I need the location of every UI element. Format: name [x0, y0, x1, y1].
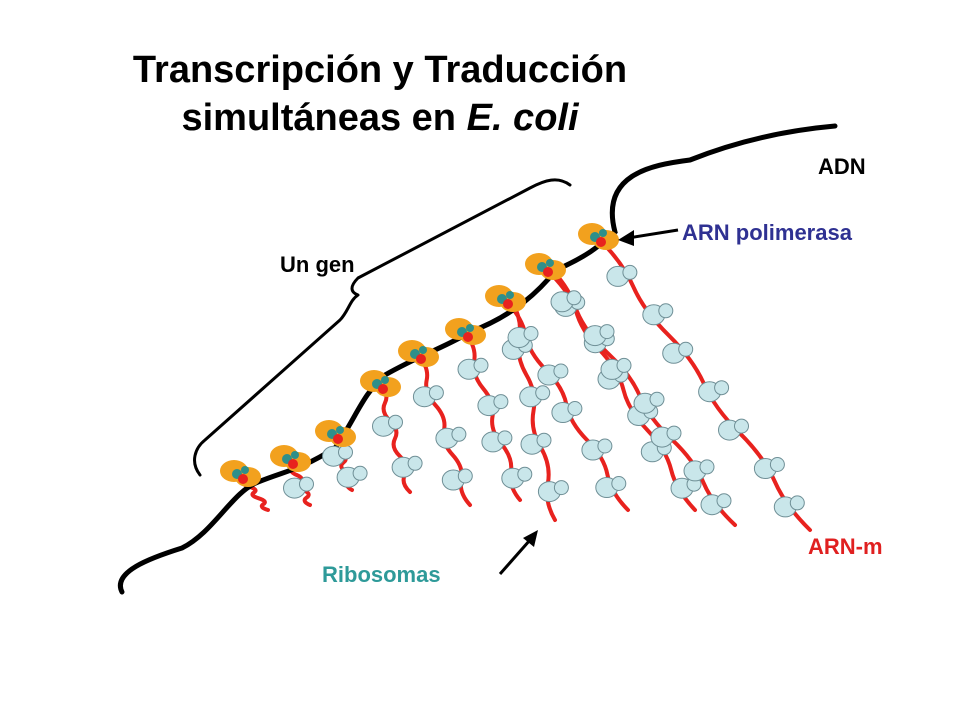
- ribosome: [753, 457, 785, 479]
- polymerase-pointer: [618, 228, 679, 246]
- ribosome: [700, 493, 732, 516]
- ribosome: [457, 357, 489, 380]
- dna-strand: [117, 123, 838, 595]
- ribosome: [372, 414, 403, 437]
- title-organism: E. coli: [466, 97, 579, 139]
- ribosome: [477, 394, 509, 417]
- ribosome: [481, 430, 513, 453]
- ribosomes-label: Ribosomas: [322, 562, 441, 587]
- rna-polymerase: [578, 223, 619, 250]
- title-line-1: Transcripción y Traducción: [132, 49, 628, 91]
- ribosome: [662, 341, 694, 364]
- diagram-title: Transcripción y Traducción simultáneas e…: [60, 46, 700, 142]
- ribosome: [412, 385, 444, 408]
- ribosome: [520, 432, 552, 455]
- ribosome: [718, 418, 749, 441]
- title-line-2: simultáneas en E. coli: [60, 94, 700, 142]
- rna-polymerase: [270, 445, 311, 472]
- ribosome: [583, 324, 615, 347]
- rna-polymerase: [220, 460, 261, 487]
- ribosome: [537, 480, 569, 503]
- ribosome: [519, 385, 551, 408]
- ribosome: [595, 476, 627, 498]
- gene-brace: [193, 178, 572, 477]
- ribosome: [435, 426, 467, 449]
- rna-polymerase: [525, 253, 566, 280]
- ribosome: [391, 455, 423, 478]
- ribosome: [501, 466, 533, 489]
- ribosome: [650, 425, 682, 448]
- rna-polymerase: [398, 340, 439, 367]
- ribosome: [537, 363, 569, 386]
- ribosome: [683, 459, 715, 482]
- rna-polymerase: [485, 285, 526, 312]
- dna-label: ADN: [818, 154, 866, 179]
- rna-polymerase-label: ARN polimerasa: [682, 220, 852, 245]
- ribosome: [441, 468, 473, 491]
- ribosome-pointer: [498, 530, 538, 575]
- mrna-label: ARN-m: [808, 534, 883, 559]
- ribosome: [600, 357, 632, 380]
- gene-label: Un gen: [280, 252, 355, 277]
- rna-polymerase: [315, 420, 356, 447]
- ribosome: [581, 438, 613, 461]
- rna-polymerase: [445, 318, 486, 345]
- ribosome: [283, 476, 314, 499]
- ribosome: [633, 391, 665, 414]
- ribosome: [336, 465, 368, 488]
- ribosome: [698, 380, 730, 403]
- ribosome: [773, 495, 805, 518]
- ribosome: [507, 326, 539, 348]
- title-line-2-prefix: simultáneas en: [181, 97, 467, 139]
- ribosome: [550, 290, 582, 313]
- rna-polymerase: [360, 370, 401, 397]
- ribosomes-group: [283, 264, 805, 518]
- ribosome: [322, 444, 353, 467]
- ribosome: [606, 264, 638, 287]
- ribosome: [551, 401, 583, 423]
- ribosome: [642, 303, 674, 326]
- rna-polymerases-group: [220, 223, 619, 487]
